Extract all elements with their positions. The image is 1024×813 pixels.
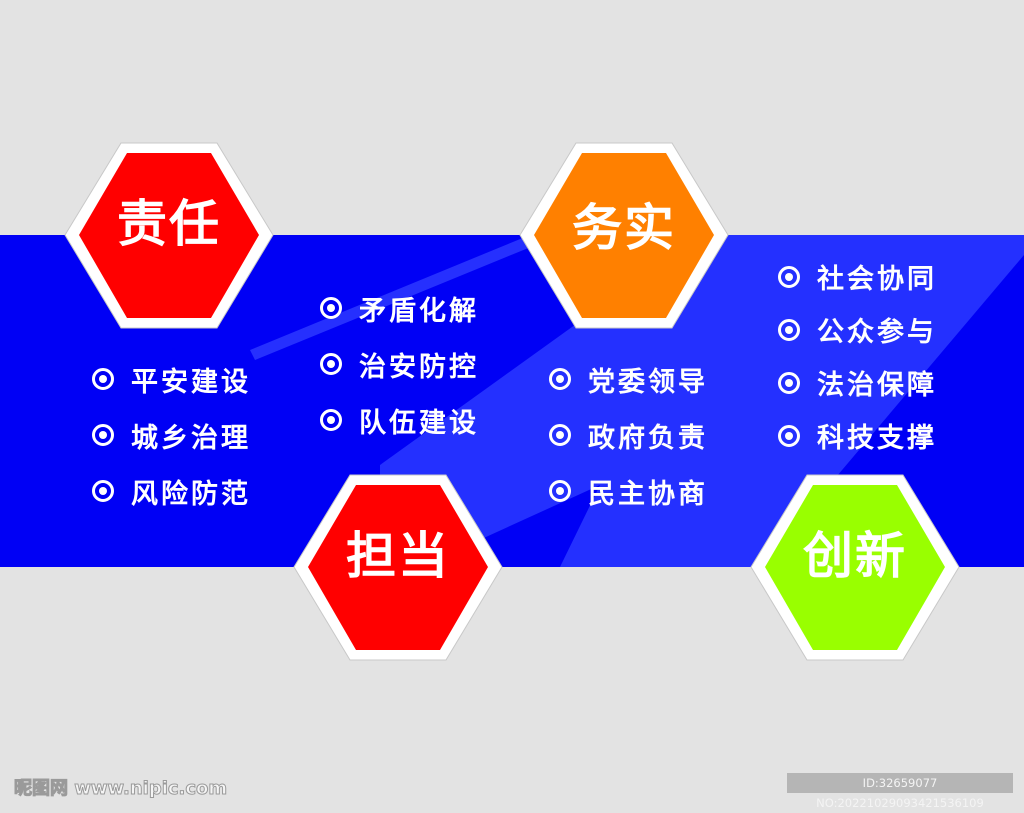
circle-dot-icon [778, 424, 800, 447]
watermark-id: ID:32659077 NO:20221029093421536109 [787, 773, 1013, 810]
list-item: 队伍建设 [320, 392, 479, 448]
hexagon-pragmatism: 务实 [519, 142, 729, 330]
list-item: 社会协同 [778, 250, 937, 303]
list-item: 政府负责 [549, 407, 708, 463]
hexagon-innovation: 创新 [750, 474, 960, 662]
circle-dot-icon [549, 424, 571, 446]
list-item: 矛盾化解 [320, 280, 479, 336]
list-item-label: 民主协商 [588, 478, 708, 510]
circle-dot-icon [549, 368, 571, 390]
hexagon-label: 创新 [803, 527, 907, 585]
list-item: 治安防控 [320, 336, 479, 392]
circle-dot-icon [92, 480, 114, 502]
circle-dot-icon [92, 368, 114, 390]
list-item: 党委领导 [549, 351, 708, 407]
list-item-label: 科技支撑 [817, 423, 937, 454]
circle-dot-icon [778, 371, 800, 394]
list-innovation: 社会协同 公众参与 法治保障 科技支撑 [778, 250, 937, 462]
circle-dot-icon [778, 265, 800, 288]
circle-dot-icon [549, 480, 571, 502]
list-item-label: 政府负责 [588, 422, 708, 454]
watermark-site: 昵图网 www.nipic.com [13, 778, 228, 800]
circle-dot-icon [320, 409, 342, 431]
list-item: 公众参与 [778, 303, 937, 356]
circle-dot-icon [320, 297, 342, 319]
circle-dot-icon [320, 353, 342, 375]
list-item: 民主协商 [549, 463, 708, 519]
list-item-label: 治安防控 [359, 351, 479, 383]
list-item-label: 队伍建设 [359, 407, 479, 439]
list-responsibility: 平安建设 城乡治理 风险防范 [92, 351, 251, 519]
hexagon-label: 务实 [572, 199, 676, 257]
list-item: 城乡治理 [92, 407, 251, 463]
list-item-label: 风险防范 [131, 478, 251, 510]
list-item-label: 平安建设 [131, 366, 251, 398]
list-accountability: 矛盾化解 治安防控 队伍建设 [320, 280, 479, 448]
list-item: 法治保障 [778, 356, 937, 409]
hexagon-label: 责任 [117, 195, 221, 253]
list-item-label: 矛盾化解 [359, 295, 479, 327]
list-item-label: 党委领导 [588, 366, 708, 398]
hexagon-label: 担当 [346, 527, 450, 585]
hexagon-responsibility: 责任 [64, 142, 274, 330]
list-item-label: 城乡治理 [131, 422, 251, 454]
circle-dot-icon [778, 318, 800, 341]
hexagon-accountability: 担当 [293, 474, 503, 662]
list-item: 科技支撑 [778, 409, 937, 462]
circle-dot-icon [92, 424, 114, 446]
list-item-label: 社会协同 [817, 264, 937, 295]
list-item-label: 法治保障 [817, 370, 937, 401]
list-pragmatism: 党委领导 政府负责 民主协商 [549, 351, 708, 519]
blue-band [0, 235, 1024, 567]
list-item: 平安建设 [92, 351, 251, 407]
list-item-label: 公众参与 [817, 317, 937, 348]
list-item: 风险防范 [92, 463, 251, 519]
light-streaks [250, 235, 1024, 567]
